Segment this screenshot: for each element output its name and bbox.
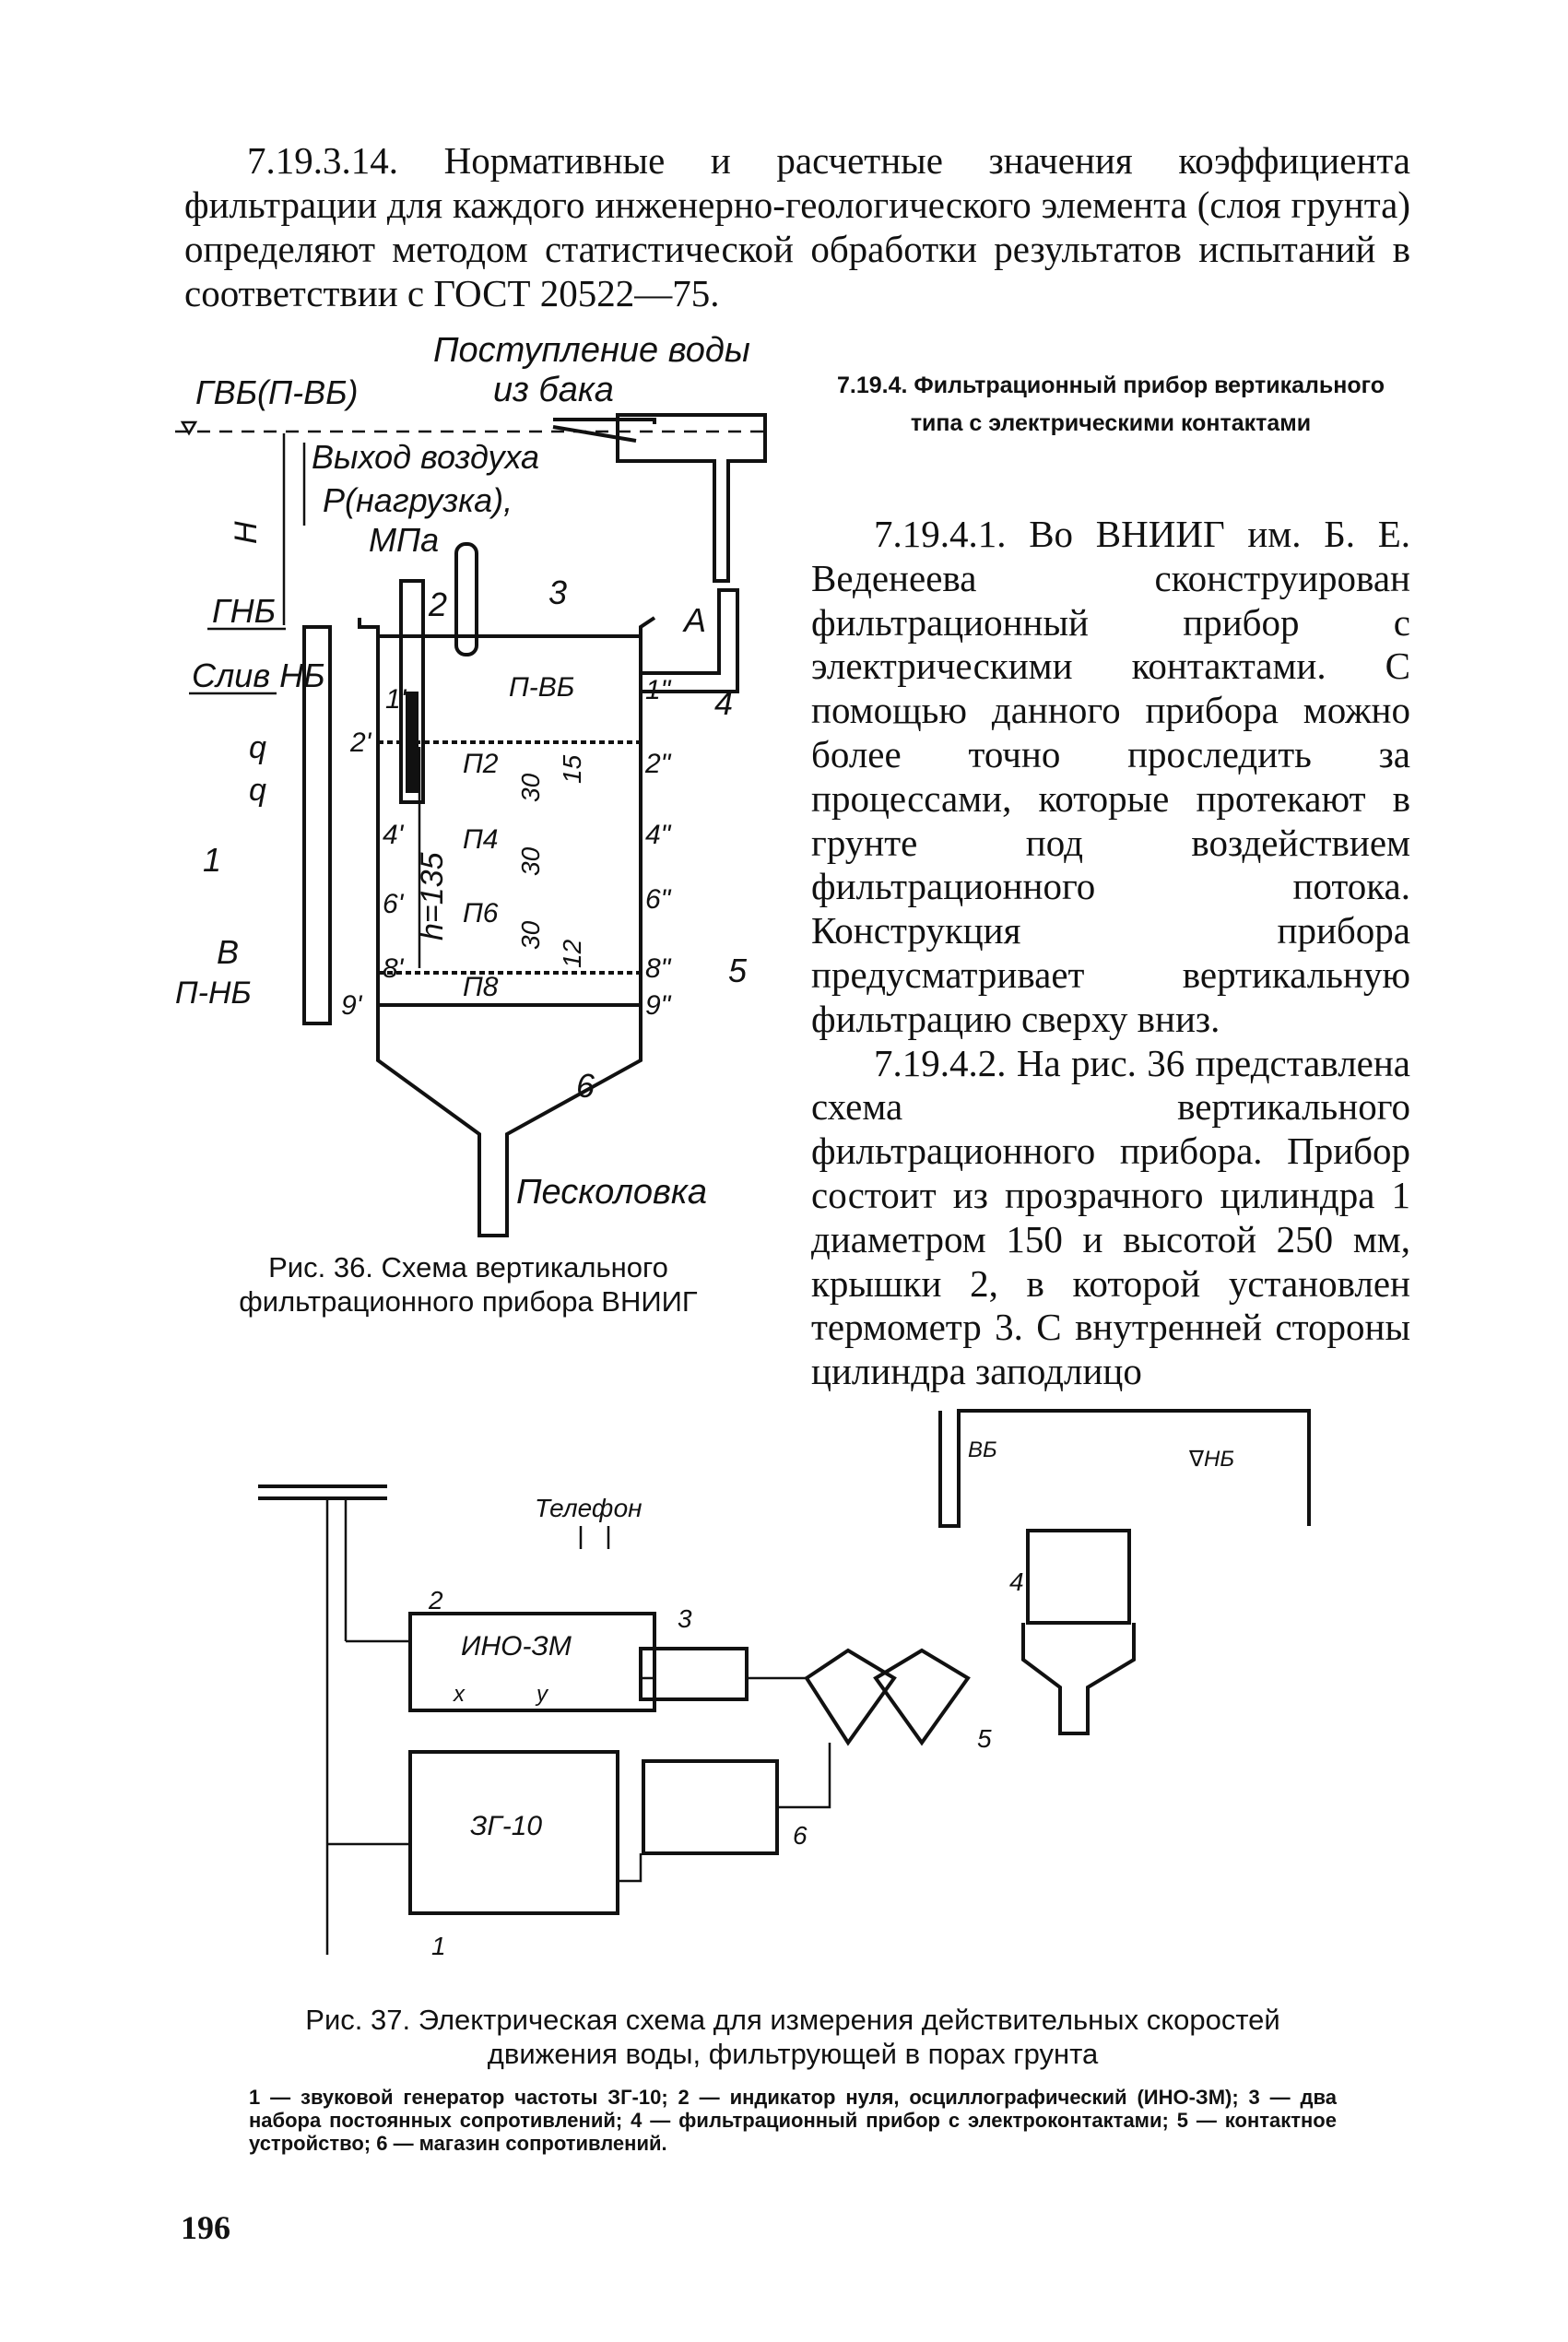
fig36-label-pt2: 2': [349, 727, 372, 758]
fig37-label-vnb: ∇НБ: [1188, 1447, 1234, 1472]
right-column: 7.19.4.1. Во ВНИИГ им. Б. Е. Веденеева с…: [811, 513, 1410, 1394]
fig37-ino-box: [408, 1612, 656, 1712]
page-number: 196: [181, 2209, 230, 2246]
intro-paragraph-text: 7.19.3.14. Нормативные и расчетные значе…: [184, 139, 1410, 314]
section-title: 7.19.4. Фильтрационный прибор вертикальн…: [836, 373, 1385, 436]
fig36-label-n1: 1: [203, 841, 221, 879]
fig36-label-gvb: ГВБ(П-ВБ): [195, 373, 359, 411]
fig37-label-vb: ВБ: [968, 1437, 997, 1462]
fig36-label-air-out-2: Р(нагрузка),: [323, 481, 513, 519]
fig37-filter-funnel: [1021, 1623, 1136, 1735]
fig37-label-n1: 1: [431, 1932, 446, 1960]
fig36-label-30c: 30: [516, 920, 545, 950]
figure-36-diagram: Поступление воды из бака ГВБ(П-ВБ) Выход…: [175, 332, 767, 1237]
fig36-label-p2: П2: [463, 749, 499, 779]
fig36-label-pt9b: 9": [645, 990, 672, 1021]
fig36-label-q2: q: [249, 773, 266, 808]
fig36-inlet-fill: [406, 692, 419, 793]
fig36-label-pt8b: 8": [645, 953, 672, 984]
fig37-phone-wires: [579, 1526, 610, 1549]
fig36-label-pt6b: 6": [645, 884, 672, 915]
fig36-label-30a: 30: [516, 773, 545, 802]
fig36-label-air-out-3: МПа: [369, 521, 439, 559]
fig36-funnel: [376, 1005, 643, 1237]
fig37-connecting-wires: [327, 1639, 831, 1883]
fig36-label-a: А: [682, 601, 706, 639]
fig36-label-pt1b: 1": [645, 675, 672, 705]
paragraph-7-19-4-1: 7.19.4.1. Во ВНИИГ им. Б. Е. Веденеева с…: [811, 513, 1410, 1040]
fig36-label-n6: 6: [576, 1067, 595, 1105]
paragraph-7-19-4-2: 7.19.4.2. На рис. 36 представлена схема …: [811, 1041, 1410, 1393]
fig36-label-pt8: 8': [383, 953, 405, 984]
fig36-label-sand: Песколовка: [516, 1173, 707, 1212]
fig37-label-y: у: [535, 1682, 549, 1707]
fig36-label-n4: 4: [714, 684, 733, 722]
fig36-label-pt4: 4': [383, 820, 405, 850]
fig37-frame: [938, 1409, 1311, 1528]
intro-paragraph: 7.19.3.14. Нормативные и расчетные значе…: [184, 138, 1410, 315]
fig36-label-p8: П8: [463, 972, 499, 1002]
fig37-label-n4: 4: [1009, 1567, 1024, 1596]
fig36-level-marker: [180, 420, 198, 436]
fig36-label-water-in-2: из бака: [493, 371, 614, 409]
fig36-label-pt9: 9': [341, 990, 363, 1021]
fig36-label-b: В: [217, 933, 239, 971]
figure-36-caption: Рис. 36. Схема вертикального фильтрацион…: [239, 1251, 698, 1318]
fig37-contact-device: [804, 1648, 971, 1746]
fig36-label-pt4b: 4": [645, 820, 672, 850]
fig37-filter-body: [1026, 1529, 1131, 1625]
fig36-label-n5: 5: [728, 952, 748, 989]
fig37-label-n6: 6: [793, 1821, 808, 1850]
fig36-arrow-water: [552, 418, 656, 443]
fig36-label-pt1: 1': [385, 684, 407, 715]
fig36-label-p6: П6: [463, 898, 499, 929]
fig36-label-n3: 3: [548, 574, 567, 611]
fig36-label-gnb: ГНБ: [212, 592, 276, 630]
fig37-resistance-store: [642, 1759, 779, 1855]
fig36-label-pvb: П-ВБ: [509, 672, 574, 703]
fig36-inlet-tube: [399, 579, 425, 804]
fig36-lid: [358, 616, 656, 638]
fig36-label-q1: q: [249, 730, 266, 765]
fig36-label-h135: h=135: [415, 852, 450, 940]
fig36-label-15: 15: [558, 754, 586, 784]
fig37-zg-box: [408, 1750, 619, 1915]
fig37-label-phone-text: Телефон: [535, 1494, 643, 1522]
fig36-piezometer-tube: [302, 625, 332, 1025]
fig37-label-ino: ИНО-ЗМ: [461, 1631, 572, 1662]
fig37-resistors-box: [639, 1647, 749, 1701]
figure-37-diagram: Телефон Телефон ИНО-ЗМ х у 2 ЗГ-10 1 3 6…: [258, 1409, 1311, 1960]
fig36-label-n2: 2: [428, 586, 447, 623]
fig36-label-water-in-1: Поступление воды: [433, 332, 750, 370]
fig36-label-p4: П4: [463, 824, 498, 855]
fig37-label-zg: ЗГ-10: [470, 1811, 542, 1841]
fig36-outlet-pipe: [641, 588, 739, 693]
fig36-label-h: Н: [229, 521, 264, 544]
figure-37-caption: Рис. 37. Электрическая схема для измерен…: [305, 2004, 1280, 2070]
fig36-label-pt2b: 2": [644, 749, 672, 779]
figure-37-legend: 1 — звуковой генератор частоты ЗГ-10; 2 …: [249, 2086, 1337, 2155]
fig36-supply-pipe: [616, 413, 767, 583]
fig37-label-n3: 3: [678, 1604, 692, 1633]
fig36-label-30b: 30: [516, 846, 545, 876]
fig37-label-n5: 5: [977, 1724, 992, 1753]
fig36-label-12: 12: [558, 939, 586, 968]
fig36-label-pnb: П-НБ: [175, 976, 252, 1011]
fig37-label-x: х: [453, 1682, 466, 1707]
fig36-label-pt6: 6': [383, 889, 405, 919]
fig36-thermometer: [454, 542, 478, 656]
fig36-label-air-out-1: Выход воздуха: [312, 438, 539, 476]
fig37-label-n2: 2: [428, 1586, 443, 1615]
fig37-wires-left: [325, 1498, 348, 1955]
fig36-cylinder: [376, 634, 643, 1007]
